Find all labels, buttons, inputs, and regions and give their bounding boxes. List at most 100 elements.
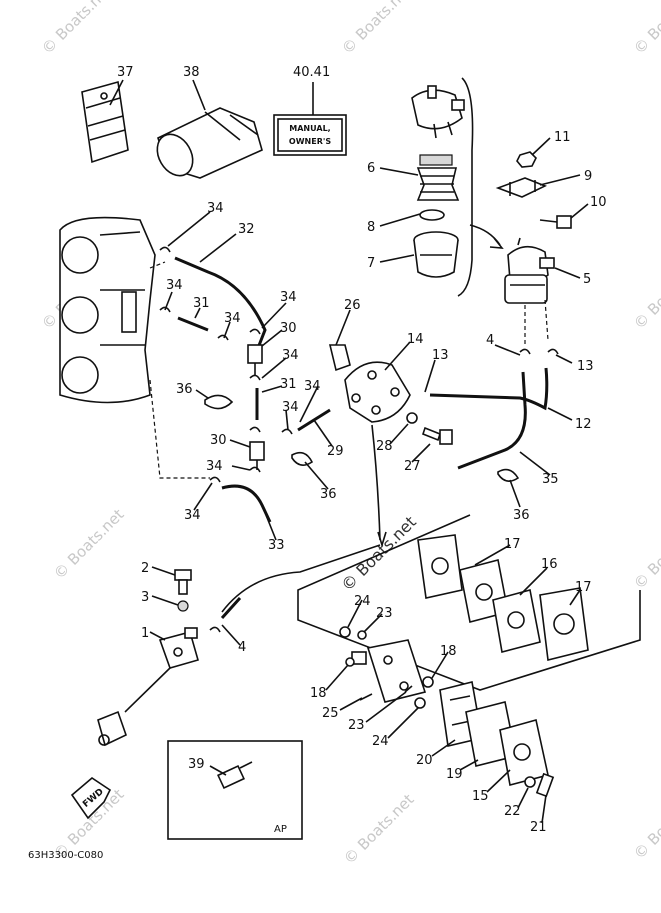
watermark: © Boats.net [338,0,416,58]
manual-label-line2: OWNER'S [289,137,331,146]
watermark: © Boats.net [630,785,661,863]
callout-36: 36 [320,487,337,502]
part-filter-element [416,154,460,201]
callout-31: 31 [280,377,297,392]
part-hose-32 [174,256,267,349]
callout-26: 26 [344,298,361,313]
part-joint-30b [249,441,265,470]
callout-21: 21 [530,820,547,835]
callout-34: 34 [184,508,201,523]
callout-35: 35 [542,472,559,487]
callout-17: 17 [575,580,592,595]
callout-30: 30 [210,433,227,448]
part-filter-cup [413,231,459,278]
part-clamp-36b [291,451,314,466]
callout-25: 25 [322,706,339,721]
hose-clips [159,246,559,483]
callout-7: 7 [367,256,375,271]
callout-4: 4 [238,640,246,655]
part-pin-23b [404,685,413,693]
part-washer-22 [524,776,536,788]
callout-18: 18 [310,686,327,701]
part-o-ring [419,209,445,221]
part-gasket-17a [417,534,463,599]
callout-36: 36 [176,382,193,397]
part-fuel-connector [97,710,127,747]
part-storage-bag [156,107,263,179]
callout-20: 20 [416,753,433,768]
callout-23: 23 [376,606,393,621]
callout-12: 12 [575,417,592,432]
callout-16: 16 [541,557,558,572]
part-nut [516,151,537,168]
part-powerhead-block [59,216,156,404]
part-washer-3 [177,600,189,612]
watermark: © Boats.net [340,790,418,868]
callout-30: 30 [280,321,297,336]
callout-27: 27 [404,459,421,474]
callout-34: 34 [280,290,297,305]
bracket-line [457,77,474,297]
part-valve-18a [345,657,355,667]
callout-32: 32 [238,222,255,237]
callout-24: 24 [354,594,371,609]
inset-tag: AP [274,824,287,835]
callout-14: 14 [407,332,424,347]
callout-31: 31 [193,296,210,311]
callout-36: 36 [513,508,530,523]
part-owner-tag [81,80,129,164]
part-bolt-27 [422,426,453,445]
part-clamp-36c [497,468,520,482]
part-washer-28 [406,412,418,424]
part-pump-cover-15 [499,719,549,786]
supply-line [221,544,381,613]
callout-29: 29 [327,444,344,459]
callout-3: 3 [141,590,149,605]
callout-9: 9 [584,169,592,184]
callout-40-41: 40.41 [293,65,330,80]
part-owners-manual: MANUAL, OWNER'S [273,114,347,156]
part-hose-33 [221,484,272,523]
manual-label-line1: MANUAL, [289,124,330,133]
callout-8: 8 [367,220,375,235]
part-valve-24b [414,697,426,709]
part-hose-31a [177,316,209,332]
fwd-arrow: FWD [70,776,112,820]
part-diaphragm-16b [492,589,541,653]
callout-24: 24 [372,734,389,749]
part-bolt-2 [174,569,192,595]
callout-34: 34 [304,379,321,394]
part-clamp-36a [204,394,234,410]
callout-19: 19 [446,767,463,782]
callout-labels: 37 38 40.41 6 8 7 11 9 10 5 34 32 34 31 … [117,65,607,835]
arrow-to-filter [469,224,501,246]
callout-1: 1 [141,626,149,641]
part-primer-39 [217,761,253,790]
callout-5: 5 [583,272,591,287]
part-hose-35 [457,371,527,470]
part-fuel-filter-assembly [411,85,465,139]
callout-22: 22 [504,804,521,819]
part-valve-23a [357,630,367,640]
part-valve-18b [422,676,434,688]
callout-34: 34 [224,311,241,326]
watermark: © Boats.net [50,505,128,583]
part-screw-21 [535,772,555,798]
callout-13: 13 [432,348,449,363]
callout-15: 15 [472,789,489,804]
callout-34: 34 [282,400,299,415]
watermark: © Boats.net [630,0,661,58]
callout-4: 4 [486,333,494,348]
part-bracket-bolt [539,215,572,229]
callout-2: 2 [141,561,149,576]
part-fuel-pump [328,344,411,423]
callout-34: 34 [166,278,183,293]
diagram-code: 63H3300-C080 [28,850,103,861]
callout-33: 33 [268,538,285,553]
watermark: © Boats.net [630,255,661,333]
callout-6: 6 [367,161,375,176]
part-connector-1 [158,627,199,669]
part-pump-body [351,639,427,703]
callout-11: 11 [554,130,571,145]
